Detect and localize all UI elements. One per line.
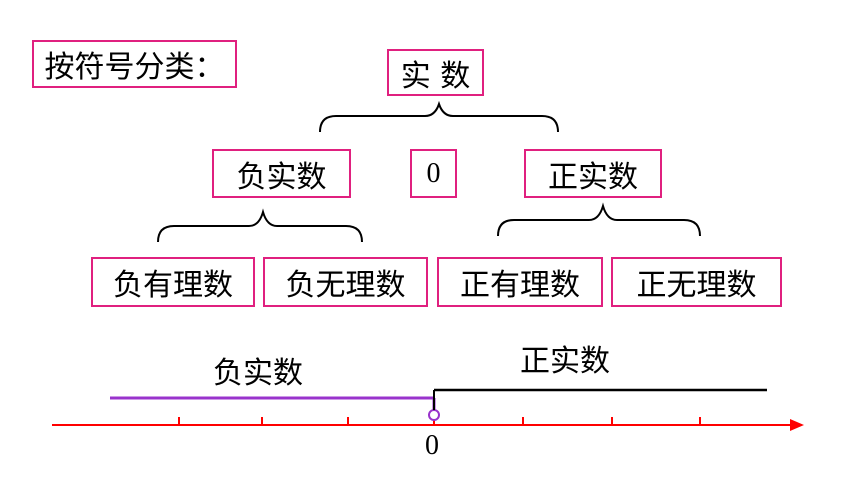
axis-arrow: [790, 419, 804, 431]
negative-irrational-box: 负无理数: [263, 257, 428, 307]
origin-open-circle: [428, 409, 440, 421]
root-brace: [319, 100, 559, 133]
origin-label: 0: [425, 430, 439, 461]
zero-box: 0: [410, 149, 457, 198]
positive-brace: [497, 202, 701, 237]
positive-irrational-box: 正无理数: [611, 257, 782, 307]
negative-rational-box: 负有理数: [91, 257, 255, 307]
negative-real-box: 负实数: [212, 149, 351, 198]
axis-ticks: [178, 417, 701, 425]
negative-real-label: 负实数: [213, 356, 303, 391]
positive-real-label: 正实数: [520, 344, 610, 379]
real-number-box: 实 数: [387, 49, 484, 96]
negative-brace: [157, 208, 363, 243]
positive-real-box: 正实数: [524, 149, 662, 198]
positive-rational-box: 正有理数: [437, 257, 603, 307]
classification-heading: 按符号分类：: [32, 40, 237, 88]
